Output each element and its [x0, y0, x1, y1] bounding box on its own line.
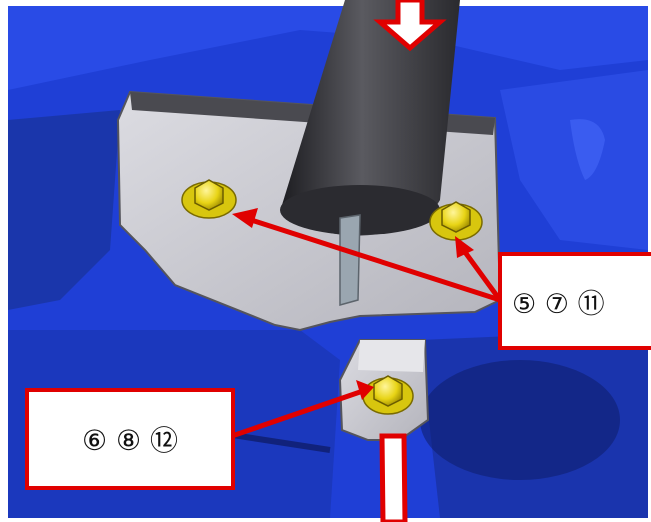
callout-text-upper: ⑤ ⑦ ⑪ [512, 288, 605, 320]
pointer-arrow-icon [232, 208, 501, 303]
pointer-arrow-icon [231, 380, 374, 439]
body-recess [420, 360, 620, 480]
body-highlight-top [8, 6, 648, 90]
pipe-end [280, 185, 440, 235]
bracket-tab-bend [358, 340, 425, 372]
hex-bolt-icon [362, 375, 414, 415]
callout-label-lower-bolt: ⑥ ⑧ ⑫ [25, 388, 235, 490]
pipe [282, 0, 460, 236]
hex-bolt-icon [429, 201, 483, 241]
pipe-fin [339, 214, 361, 306]
body-bump [570, 119, 605, 180]
callout-text-lower: ⑥ ⑧ ⑫ [81, 424, 178, 457]
body-shadow-left [8, 110, 120, 310]
callout-label-upper-bolts: ⑤ ⑦ ⑪ [498, 252, 651, 350]
up-arrow-outline-icon [379, 433, 408, 522]
hex-bolt-icon [181, 179, 237, 219]
pointer-arrow-icon [455, 236, 503, 302]
body-panel-right [500, 70, 648, 250]
down-arrow-outline-icon [373, 0, 447, 52]
